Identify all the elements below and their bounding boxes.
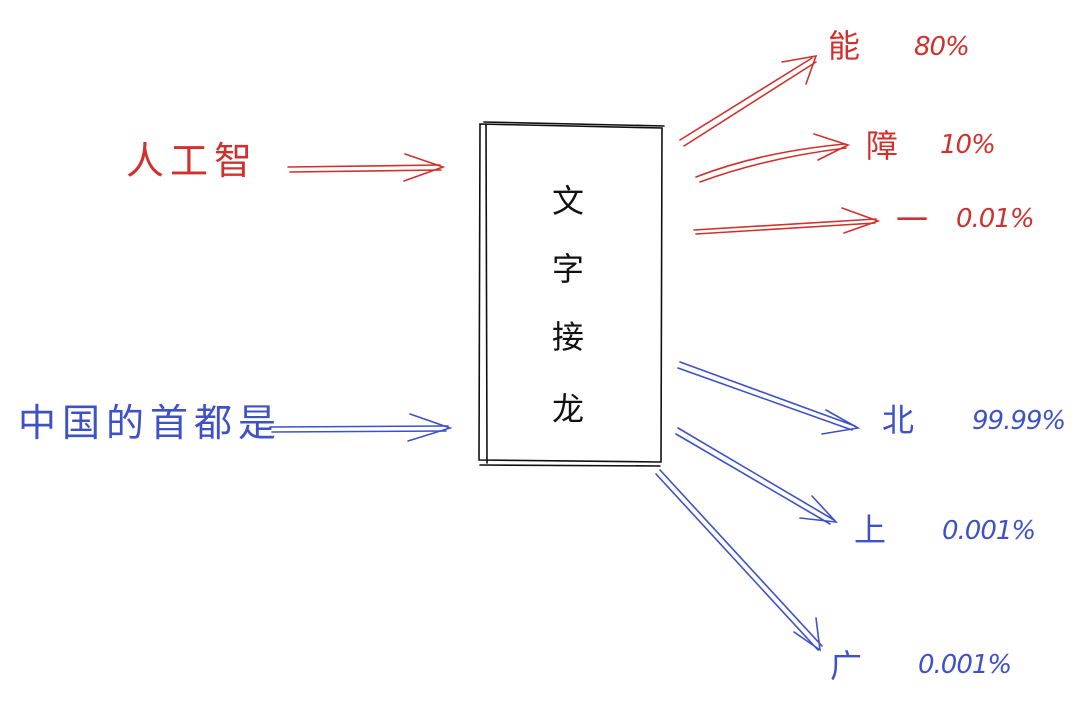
model-box [478,121,665,467]
input-text-red: 人工智 [126,139,259,183]
output-arrow-yi [693,207,881,235]
output-prob-shang: 0.001% [942,516,1036,546]
output-arrow-bei [677,361,861,435]
output-arrow-zhang [695,133,851,183]
output-prob-bei: 99.99% [972,406,1066,436]
output-char-bei: 北 [882,401,915,439]
output-prob-zhang: 10% [940,130,996,160]
output-prob-guang: 0.001% [918,650,1012,680]
input-text-blue: 中国的首都是 [18,401,283,445]
output-prob-yi: 0.01% [956,204,1035,234]
output-arrow-neng [679,54,818,147]
output-arrow-shang [675,427,839,525]
box-label-char-4: 龙 [552,390,585,428]
input-arrow-blue [269,413,453,442]
output-char-yi: 一 [896,201,929,239]
output-char-shang: 上 [854,511,887,549]
output-arrow-guang [655,469,823,652]
box-label-char-2: 字 [552,250,585,288]
box-label-char-1: 文 [552,182,585,220]
output-char-zhang: 障 [866,127,899,165]
output-prob-neng: 80% [914,32,970,62]
box-label-char-3: 接 [552,318,585,356]
input-arrow-red [287,153,446,182]
output-char-guang: 广 [830,647,863,685]
output-char-neng: 能 [828,27,861,65]
